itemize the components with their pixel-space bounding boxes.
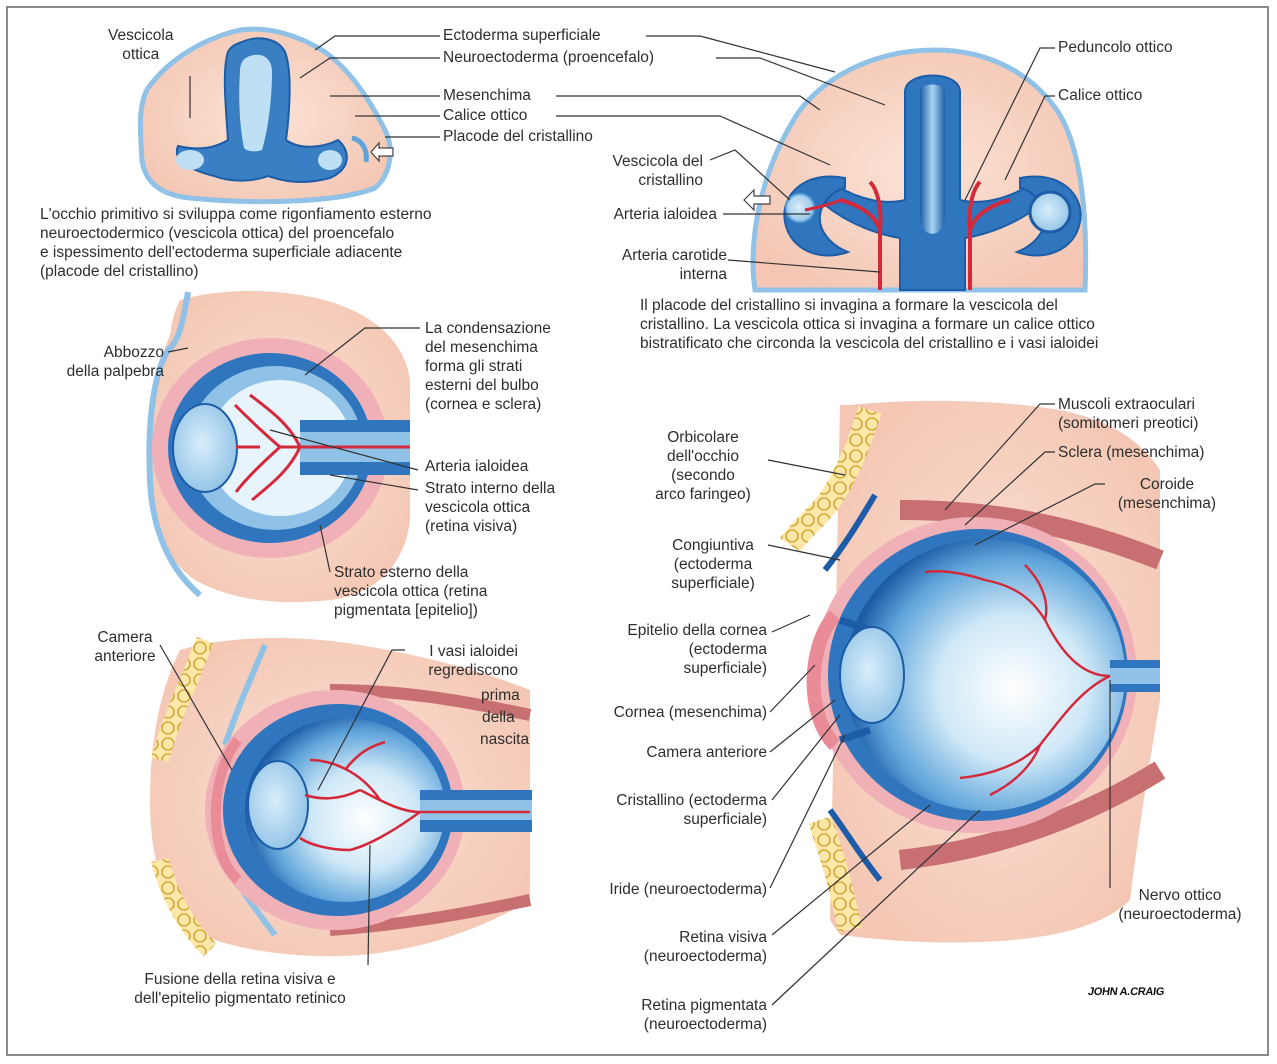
panel5-optic-nerve-core	[1110, 668, 1160, 684]
label-cristallino: Cristallino (ectoderma superficiale)	[560, 791, 767, 829]
caption-panel1: L'occhio primitivo si sviluppa come rigo…	[40, 205, 560, 281]
panel4-fetal-eye-drawing	[150, 638, 532, 956]
label-placode-cristallino: Placode del cristallino	[443, 127, 593, 146]
label-vescicola-ottica: Vescicola ottica	[108, 26, 173, 64]
panel3-lens	[173, 404, 237, 492]
label-arteria-ialoidea-3: Arteria ialoidea	[425, 457, 528, 476]
label-sclera: Sclera (mesenchima)	[1058, 443, 1204, 462]
leader-cristallino	[772, 715, 840, 800]
label-retina-pigmentata: Retina pigmentata (neuroectoderma)	[580, 996, 767, 1034]
label-arteria-carotide: Arteria carotide interna	[570, 246, 727, 284]
label-abbozzo-palpebra: Abbozzo della palpebra	[40, 343, 164, 381]
panel1-optic-vesicle-right	[318, 150, 342, 170]
label-ectoderma-superficiale: Ectoderma superficiale	[443, 26, 601, 45]
label-condensazione: La condensazione del mesenchima forma gl…	[425, 319, 551, 414]
label-peduncolo-ottico: Peduncolo ottico	[1058, 38, 1173, 57]
label-fusione: Fusione della retina visiva e dell'epite…	[100, 970, 380, 1008]
label-congiuntiva: Congiuntiva (ectoderma superficiale)	[658, 536, 768, 593]
label-strato-interno: Strato interno della vescicola ottica (r…	[425, 479, 555, 536]
label-arteria-ialoidea-2: Arteria ialoidea	[560, 205, 717, 224]
label-camera-anteriore: Camera anteriore	[82, 628, 168, 666]
caption-panel2: Il placode del cristallino si invagina a…	[640, 296, 1240, 353]
label-della: della	[482, 708, 515, 727]
label-neuroectoderma: Neuroectoderma (proencefalo)	[443, 48, 654, 67]
label-strato-esterno: Strato esterno della vescicola ottica (r…	[334, 563, 487, 620]
label-nascita: nascita	[480, 730, 529, 749]
label-vescicola-cristallino: Vescicola del cristallino	[570, 152, 703, 190]
panel1-optic-vesicle-drawing	[140, 29, 393, 202]
label-mesenchima: Mesenchima	[443, 86, 531, 105]
leader-mesenchima	[330, 96, 820, 110]
label-vasi-ialoidei: I vasi ialoidei regrediscono	[400, 642, 518, 680]
panel4-optic-nerve-core	[420, 800, 532, 820]
panel2-optic-cup-drawing	[744, 50, 1086, 290]
leader-congiuntiva	[768, 545, 840, 560]
panel2-right-lens-vesicle	[1030, 192, 1070, 232]
label-orbicolare: Orbicolare dell'occhio (secondo arco far…	[640, 428, 766, 504]
label-cornea: Cornea (mesenchima)	[560, 703, 767, 722]
panel3-early-eye-drawing	[149, 291, 410, 602]
label-retina-visiva: Retina visiva (neuroectoderma)	[580, 928, 767, 966]
artist-signature: JOHN A.CRAIG	[1087, 986, 1165, 998]
label-nervo-ottico: Nervo ottico (neuroectoderma)	[1100, 886, 1260, 924]
label-coroide: Coroide (mesenchima)	[1100, 475, 1234, 513]
leader-epitelio-cornea	[772, 615, 810, 632]
label-prima: prima	[481, 686, 520, 705]
panel2-stalk-lumen	[920, 85, 945, 234]
label-epitelio-cornea: Epitelio della cornea (ectoderma superfi…	[580, 621, 767, 678]
leader-orbicolare	[768, 460, 845, 475]
label-camera-anteriore-2: Camera anteriore	[560, 743, 767, 762]
label-calice-ottico-2: Calice ottico	[1058, 86, 1142, 105]
label-calice-ottico: Calice ottico	[443, 106, 527, 125]
label-muscoli-extraoculari: Muscoli extraoculari (somitomeri preotic…	[1058, 395, 1198, 433]
panel5-lens	[840, 627, 904, 723]
label-iride: Iride (neuroectoderma)	[540, 880, 767, 899]
panel4-lens	[248, 761, 308, 849]
panel1-optic-vesicle-left	[176, 150, 204, 170]
